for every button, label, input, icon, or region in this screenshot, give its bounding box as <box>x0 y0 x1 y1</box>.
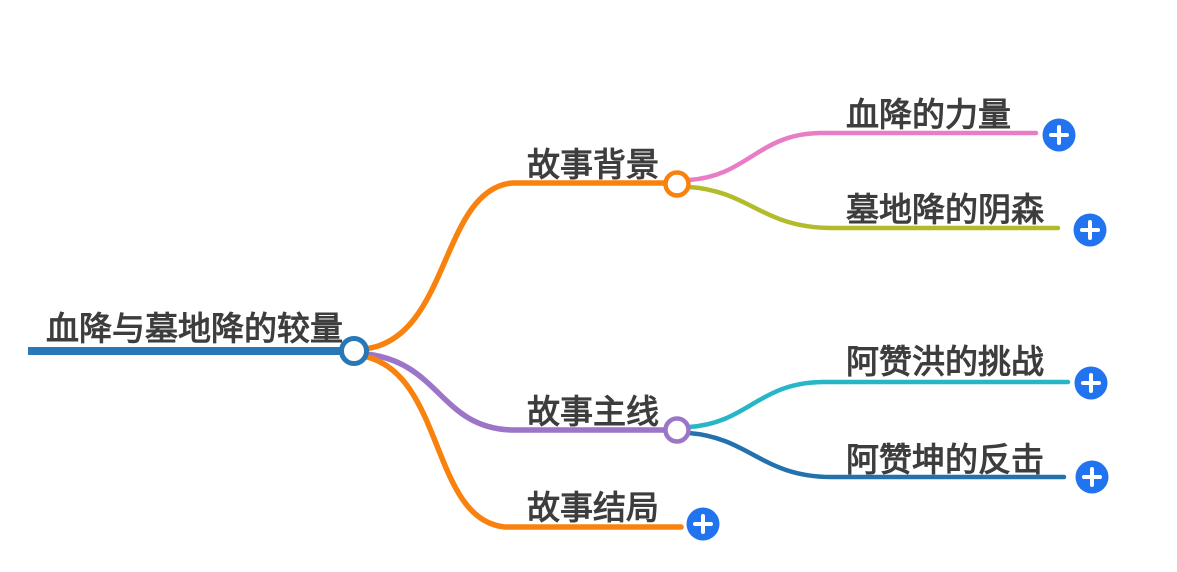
child-azanhong-connector <box>686 379 1071 430</box>
root-node-handle[interactable] <box>339 336 369 366</box>
branch-background-connector <box>361 180 668 352</box>
branch-mainline-label[interactable]: 故事主线 <box>527 393 659 430</box>
branch-background-label[interactable]: 故事背景 <box>527 146 659 183</box>
add-child-button-blood-power[interactable] <box>1042 118 1076 152</box>
branch-background-handle[interactable] <box>663 170 691 198</box>
child-azanhong-label[interactable]: 阿赞洪的挑战 <box>846 343 1044 380</box>
plus-icon <box>693 514 713 534</box>
child-blood-power-label[interactable]: 血降的力量 <box>846 96 1011 133</box>
child-azankun-connector <box>686 430 1067 480</box>
branch-ending-label[interactable]: 故事结局 <box>527 489 659 526</box>
child-azankun-label[interactable]: 阿赞坤的反击 <box>846 441 1044 478</box>
plus-icon <box>1080 220 1100 240</box>
plus-icon <box>1081 373 1101 393</box>
plus-icon <box>1049 125 1069 145</box>
add-child-button-azankun[interactable] <box>1075 460 1109 494</box>
branch-mainline-handle[interactable] <box>663 416 691 444</box>
child-grave-gloom-label[interactable]: 墓地降的阴森 <box>846 191 1044 228</box>
add-child-button-ending[interactable] <box>686 507 720 541</box>
add-child-button-grave-gloom[interactable] <box>1073 213 1107 247</box>
branch-ending-connector <box>360 353 684 530</box>
branch-mainline-connector <box>363 351 668 433</box>
add-child-button-azanhong[interactable] <box>1074 366 1108 400</box>
plus-icon <box>1082 467 1102 487</box>
child-grave-gloom-connector <box>686 184 1061 231</box>
child-blood-power-connector <box>686 130 1039 183</box>
root-node-label[interactable]: 血降与墓地降的较量 <box>46 310 343 347</box>
